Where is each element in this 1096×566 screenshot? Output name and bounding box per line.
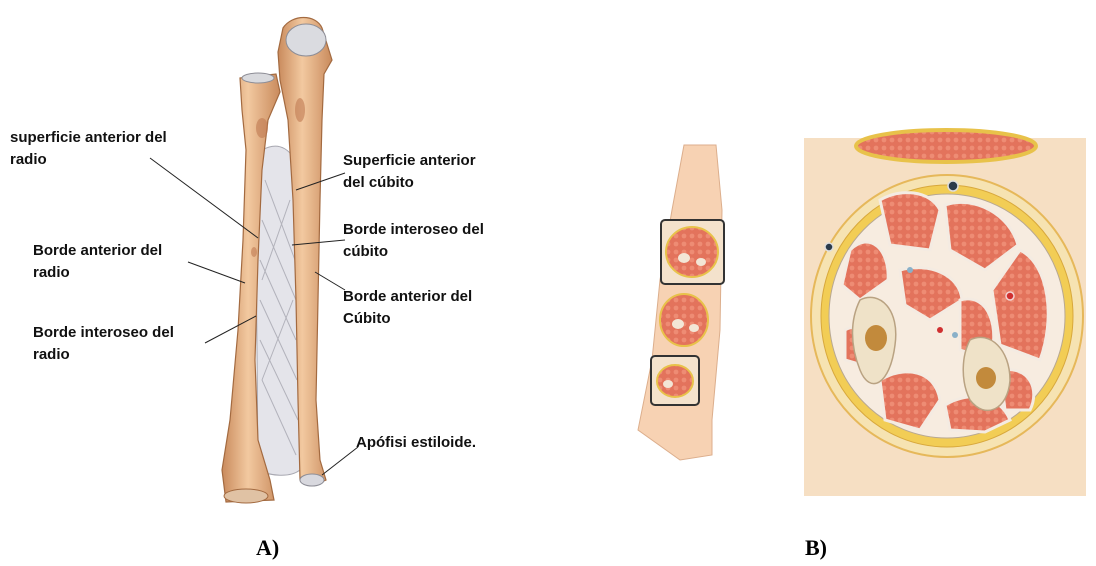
forearm-cross-section-figure <box>804 130 1086 496</box>
forearm-outline-figure <box>638 145 724 460</box>
label-sup-ant-radio: superficie anterior del radio <box>10 127 167 171</box>
label-borde-inter-cubito: Borde interoseo del cúbito <box>343 219 484 263</box>
caption-panel-a: A) <box>256 535 279 561</box>
cross-section-thumb-upper <box>661 220 724 284</box>
label-apofisis-estiloide: Apófisi estiloide. <box>356 432 476 454</box>
label-borde-ant-radio: Borde anterior del radio <box>33 240 162 284</box>
label-sup-ant-cubito: Superficie anterior del cúbito <box>343 150 476 194</box>
cross-section-thumb-lower <box>651 356 699 405</box>
caption-panel-b: B) <box>805 535 827 561</box>
label-borde-inter-radio: Borde interoseo del radio <box>33 322 174 366</box>
forearm-bones-figure <box>150 18 358 504</box>
label-borde-ant-cubito: Borde anterior del Cúbito <box>343 286 472 330</box>
cross-section-thumb-middle <box>660 294 708 346</box>
